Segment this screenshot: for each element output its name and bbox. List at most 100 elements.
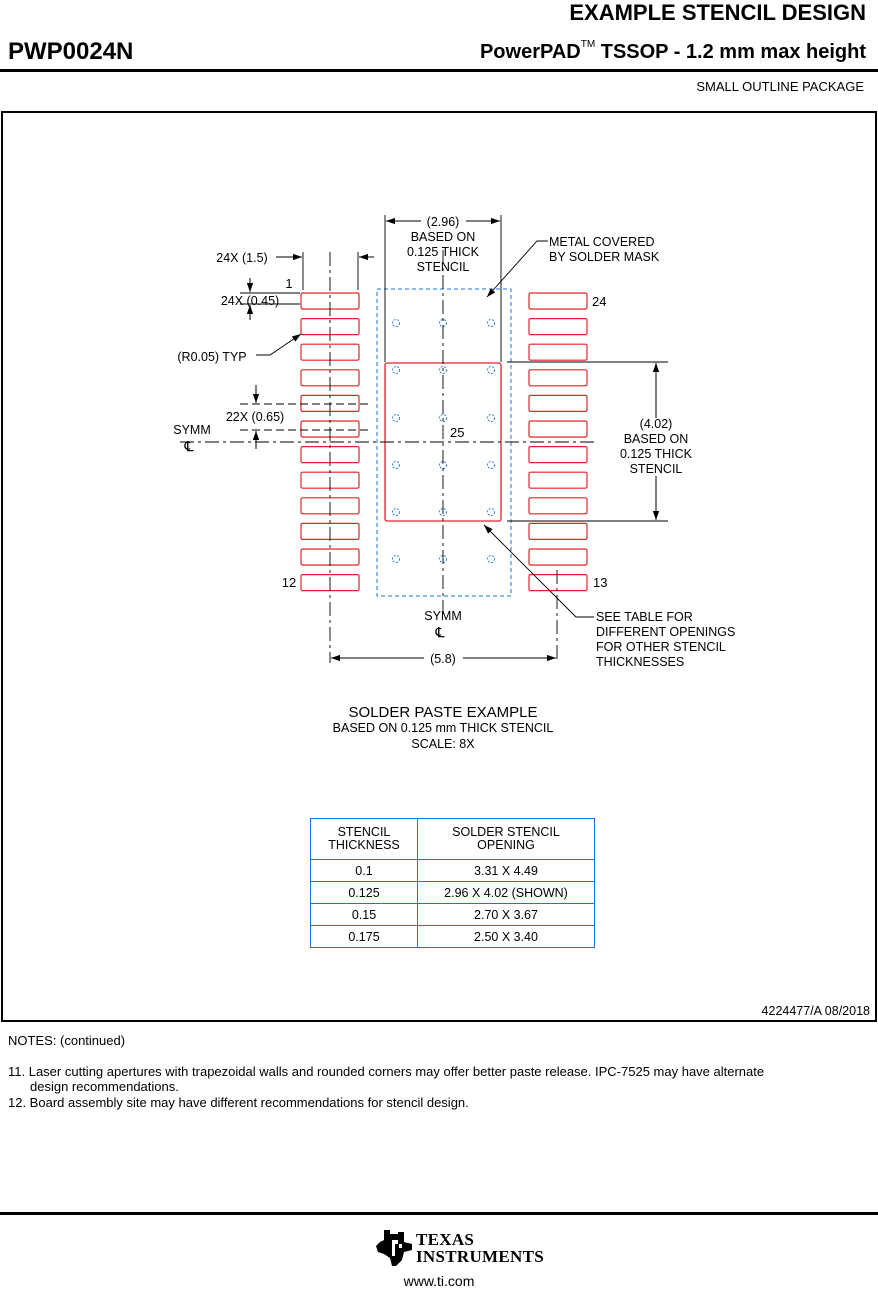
notes-heading: NOTES: (continued) — [8, 1033, 126, 1048]
dim-opening-width-label: (2.96) — [427, 215, 460, 229]
see-table-line1: SEE TABLE FOR — [596, 610, 693, 624]
radius-label: (R0.05) TYP — [177, 350, 246, 364]
pad-right — [528, 497, 588, 515]
via-group — [392, 319, 495, 563]
footer-rule — [0, 1212, 878, 1215]
metal-note-line2: BY SOLDER MASK — [549, 250, 660, 264]
website-link[interactable]: www.ti.com — [403, 1273, 475, 1289]
opening-cell: 3.31 X 4.49 — [417, 859, 595, 882]
pad-right — [528, 292, 588, 310]
pad-right — [528, 522, 588, 541]
thermal-via — [392, 366, 400, 374]
thick-label-top: 0.125 THICK — [407, 245, 480, 259]
symm-label-bottom: SYMM — [424, 609, 462, 623]
dim-overall-label: (5.8) — [430, 652, 456, 666]
dim-pitch-label: 22X (0.65) — [226, 410, 284, 424]
based-on-label-right: BASED ON — [624, 432, 689, 446]
pad-right — [528, 394, 588, 412]
stencil-label-right: STENCIL — [630, 462, 683, 476]
centerline-symbol-left: ℄ — [184, 438, 194, 454]
logo-line-texas: TEXAS — [416, 1230, 475, 1249]
note-12: 12. Board assembly site may have differe… — [8, 1095, 469, 1110]
thermal-via — [487, 414, 495, 422]
drawing-frame — [1, 111, 877, 1022]
pad-right — [528, 343, 588, 361]
caption-basis: BASED ON 0.125 mm THICK STENCIL — [333, 721, 554, 735]
header-rule — [0, 69, 878, 72]
thickness-cell: 0.15 — [310, 903, 418, 926]
pin-12-label: 12 — [282, 575, 296, 590]
see-table-line4: THICKNESSES — [596, 655, 684, 669]
pad-right — [528, 573, 588, 592]
pad-right — [528, 318, 588, 336]
pad-right — [528, 369, 588, 387]
package-name: PowerPADTM TSSOP - 1.2 mm max height — [479, 39, 866, 64]
see-table-line3: FOR OTHER STENCIL — [596, 640, 726, 654]
pin-1-label: 1 — [285, 276, 292, 291]
thick-label-right: 0.125 THICK — [620, 447, 693, 461]
note-11-line1: 11. Laser cutting apertures with trapezo… — [8, 1064, 765, 1079]
metal-note-line1: METAL COVERED — [549, 235, 655, 249]
table-row: 0.1 3.31 X 4.49 — [310, 859, 595, 882]
opening-cell: 2.70 X 3.67 — [417, 903, 595, 926]
thermal-via — [439, 508, 447, 516]
table-row: 0.125 2.96 X 4.02 (SHOWN) — [310, 881, 595, 904]
thermal-via — [487, 508, 495, 516]
thickness-cell: 0.175 — [310, 925, 418, 948]
table-row: 0.15 2.70 X 3.67 — [310, 903, 595, 926]
thermal-via — [487, 555, 495, 563]
trademark-mark: TM — [580, 39, 596, 50]
caption-title: SOLDER PASTE EXAMPLE — [349, 704, 538, 721]
centerlines — [180, 250, 598, 663]
pin-24-label: 24 — [592, 294, 606, 309]
thermal-via — [392, 319, 400, 327]
part-number: PWP0024N — [8, 38, 134, 65]
thermal-via — [392, 461, 400, 469]
package-subtitle: SMALL OUTLINE PACKAGE — [696, 79, 864, 94]
thermal-via — [392, 508, 400, 516]
thermal-via — [392, 414, 400, 422]
package-suffix: TSSOP - 1.2 mm max height — [595, 41, 866, 63]
pin-25-label: 25 — [450, 425, 464, 440]
note-11-line2: design recommendations. — [30, 1079, 179, 1094]
symm-label-left: SYMM — [173, 423, 211, 437]
document-title: EXAMPLE STENCIL DESIGN — [569, 0, 866, 25]
thickness-cell: 0.125 — [310, 881, 418, 904]
stencil-drawing: 24X (1.5) 1 24X (0.45) (R0.05) TYP 22X (… — [173, 215, 735, 751]
logo-line-instruments: INSTRUMENTS — [416, 1247, 544, 1266]
see-table-line2: DIFFERENT OPENINGS — [596, 625, 735, 639]
pad-right — [528, 446, 588, 464]
thermal-via — [487, 366, 495, 374]
thermal-via — [487, 461, 495, 469]
caption-scale: SCALE: 8X — [411, 737, 475, 751]
pin-13-label: 13 — [593, 575, 607, 590]
dimension-lines — [246, 217, 660, 662]
leader-lines — [256, 240, 594, 618]
thickness-cell: 0.1 — [310, 859, 418, 882]
centerline-symbol-bottom: ℄ — [435, 624, 445, 640]
ti-logo-text: TEXAS INSTRUMENTS — [416, 1231, 544, 1265]
pad-right — [528, 420, 588, 438]
dim-pad-width-label: 24X (0.45) — [221, 294, 279, 308]
dim-opening-height-label: (4.02) — [640, 417, 673, 431]
pad-right — [528, 471, 588, 489]
thermal-via — [439, 414, 447, 422]
based-on-label-top: BASED ON — [411, 230, 476, 244]
ti-logo-icon — [376, 1230, 412, 1266]
extension-lines — [240, 215, 668, 522]
opening-cell: 2.50 X 3.40 — [417, 925, 595, 948]
opening-cell: 2.96 X 4.02 (SHOWN) — [417, 881, 595, 904]
table-row: 0.175 2.50 X 3.40 — [310, 925, 595, 948]
stencil-label-top: STENCIL — [417, 260, 470, 274]
thermal-via — [487, 319, 495, 327]
pad-right — [528, 548, 588, 566]
exposed-pad-outline — [376, 288, 512, 597]
package-prefix: PowerPAD — [479, 41, 581, 63]
dim-pad-length-label: 24X (1.5) — [216, 251, 267, 265]
thermal-via — [392, 555, 400, 563]
thermal-via — [439, 366, 447, 374]
